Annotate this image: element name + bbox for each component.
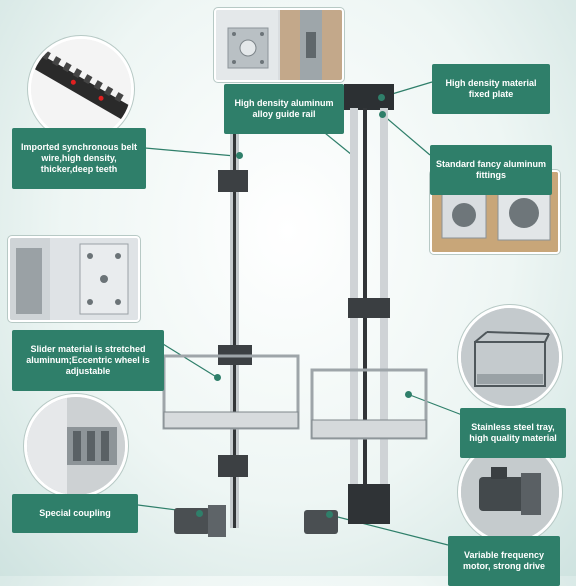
- timing-belt-photo: [28, 36, 134, 142]
- right-top-plate: [344, 84, 394, 110]
- motor-dot: [326, 511, 333, 518]
- fittings-label: Standard fancy aluminum fittings: [430, 145, 552, 195]
- left-belt: [233, 108, 236, 528]
- steel-tray-photo: [458, 305, 562, 409]
- left-tray: [163, 411, 299, 429]
- tray-label: Stainless steel tray, high quality mater…: [460, 408, 566, 458]
- tray-text: Stainless steel tray, high quality mater…: [469, 422, 557, 443]
- belt-label: Imported synchronous belt wire,high dens…: [12, 128, 146, 189]
- guide-rail-label: High density aluminum alloy guide rail: [224, 84, 344, 134]
- fixed-plate-dot: [378, 94, 385, 101]
- motor-text: Variable frequency motor, strong drive: [462, 550, 545, 571]
- left-bottom-block: [218, 455, 248, 477]
- guide-rail-text: High density aluminum alloy guide rail: [234, 98, 334, 119]
- slider-label: Slider material is stretched aluminum;Ec…: [12, 330, 164, 391]
- fixed-plate-label: High density material fixed plate: [432, 64, 550, 114]
- right-slider: [348, 298, 390, 318]
- belt-text: Imported synchronous belt wire,high dens…: [20, 142, 137, 174]
- coupling-text: Special coupling: [39, 508, 111, 518]
- fittings-text: Standard fancy aluminum fittings: [435, 159, 547, 180]
- coupling-dot: [196, 510, 203, 517]
- slider-plate-photo: [8, 236, 140, 322]
- coupling-photo: [24, 394, 128, 498]
- fixed-plate-text: High density material fixed plate: [445, 78, 537, 99]
- motor-label: Variable frequency motor, strong drive: [448, 536, 560, 586]
- aluminum-plate-photo: [214, 8, 344, 82]
- tray-dot: [405, 391, 412, 398]
- right-tray: [311, 419, 427, 439]
- belt-dot: [236, 152, 243, 159]
- left-upper-slider: [218, 170, 248, 192]
- fittings-dot: [379, 111, 386, 118]
- slider-text: Slider material is stretched aluminum;Ec…: [26, 344, 150, 376]
- coupling-label: Special coupling: [12, 494, 138, 533]
- slider-dot: [214, 374, 221, 381]
- right-bottom-block: [348, 484, 390, 524]
